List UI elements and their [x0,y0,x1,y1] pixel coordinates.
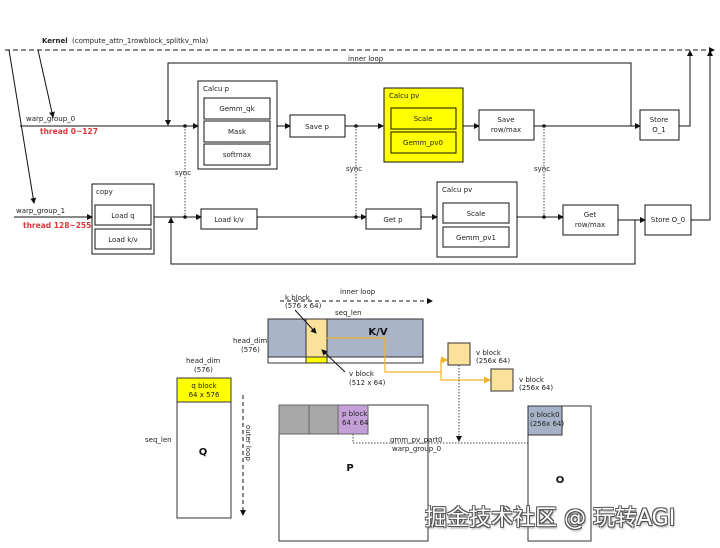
v-block-b-label: v block [519,376,545,384]
save-p-label: Save p [305,123,329,131]
sync-dot [542,215,546,219]
store-o0-box [644,204,692,236]
inner-loop-label-bottom: inner loop [340,288,376,296]
scale-wg1-label: Scale [467,210,486,218]
inner-loop-wg0-line [165,62,632,126]
q-block [176,377,232,403]
copy-title: copy [96,188,113,196]
calcu-p-box: Calcu p Gemm_qk Mask softmax [197,80,278,170]
v-block-label: v block [349,370,375,378]
k-block-size: (576 x 64) [285,302,322,310]
calcu-pv-wg0-box: Calcu pv Scale Gemm_pv0 [383,87,464,163]
save-rowmax-box [478,109,535,141]
store-o0-label: Store O_0 [651,216,685,224]
v-block-a-label: v block [476,349,502,357]
k-block-pointer [294,309,317,334]
calcu-pv-wg1-title: Calcu pv [442,186,472,194]
v-block-a [447,342,471,366]
kernel-to-wg0-arrow [37,49,55,118]
get-rowmax-label-1: Get [584,211,597,219]
store-o1-to-kernel [679,50,693,127]
gemm-label-1: gmm_pv_part0 [390,436,442,444]
p-gray-block-2 [308,404,339,435]
p-matrix-label: P [346,463,353,474]
kv-head-dim-value: (576) [241,346,260,354]
load-kv-box [200,208,258,230]
gemm-qk-label: Gemm_qk [219,105,255,113]
p-gray-block-1 [278,404,310,435]
scale-label: Scale [414,115,433,123]
v-block-size: (512 x 64) [349,379,386,387]
q-head-dim-value: (576) [194,366,213,374]
load-q-label: Load q [111,212,134,220]
sync-dot [354,215,358,219]
watermark: 掘金技术社区 @ 玩转AGI [425,506,676,531]
gemm-pv1-label: Gemm_pv1 [456,234,496,242]
store-o0-to-kernel [691,50,713,221]
q-block-label: q block [191,382,217,390]
get-rowmax-label-2: row/max [575,221,605,229]
gemm-label-2: warp_group_0 [392,445,441,453]
inner-loop-label-top: inner loop [348,55,384,63]
load-kv-label: Load k/v [214,216,244,224]
kv-matrix-label: K/V [368,327,387,338]
warp-group-0-label: warp_group_0 [26,115,75,123]
sync-label-1: sync [175,169,191,177]
orange-route-line-2 [440,372,492,384]
kv-head-dim-label: head_dim [233,337,267,345]
outer-loop-label: outer loop [244,425,252,461]
o-matrix-label: O [556,475,565,486]
kv-matrix [267,318,424,364]
v-block-pointer [321,349,346,373]
save-rowmax-label-2: row/max [491,126,521,134]
get-p-box [365,208,422,230]
gemm-dotted-line [352,433,549,444]
p-block [337,404,369,435]
calcu-pv-wg1-box: Calcu pv Scale Gemm_pv1 [436,181,518,258]
get-rowmax-box [562,204,619,236]
sync-dot [183,215,187,219]
get-p-label: Get p [383,216,403,224]
thread-range-1: thread 128~255 [23,221,91,230]
load-kv-label-copy: Load k/v [108,236,138,244]
q-seq-len-label: seq_len [145,436,172,444]
o-block0-label: o block0 [530,411,560,419]
q-matrix-label: Q [199,447,208,458]
v-block-b [490,368,514,392]
store-o1-box [639,109,680,141]
sync-label-2: sync [346,165,362,173]
store-o1-label-1: Store [650,116,669,124]
inner-loop-wg1-line [168,217,636,265]
thread-range-0: thread 0~127 [40,127,98,136]
sync-label-3: sync [534,165,550,173]
kernel-name: (compute_attn_1rowblock_splitkv_mla) [72,37,209,45]
mask-label: Mask [228,128,247,136]
kv-seq-len-label: seq_len [335,309,362,317]
calcu-p-title: Calcu p [203,85,230,93]
q-block-size: 64 x 576 [189,391,220,399]
p-block-size: 64 x 64 [342,419,369,427]
orange-route-line [327,337,449,373]
v-block-a-size: (256x 64) [476,357,510,365]
save-rowmax-label-1: Save [497,116,514,124]
gemm-pv0-label: Gemm_pv0 [403,139,443,147]
o-block0-size: (256x 64) [530,420,564,428]
o-block0 [527,405,563,436]
k-block-label: k block [285,294,311,302]
v-block-b-size: (256x 64) [519,384,553,392]
store-o1-label-2: O_1 [652,126,665,134]
p-block-label: p block [342,410,368,418]
kernel-label: Kernel [42,37,68,45]
warp-group-1-label: warp_group_1 [16,207,65,215]
k-block-tail [305,356,328,364]
calcu-pv-title: Calcu pv [389,92,419,100]
softmax-label: softmax [223,151,251,159]
kv-matrix-bottom-strip [267,356,424,364]
copy-box: copy Load q Load k/v [91,183,155,255]
q-head-dim-label: head_dim [186,357,220,365]
